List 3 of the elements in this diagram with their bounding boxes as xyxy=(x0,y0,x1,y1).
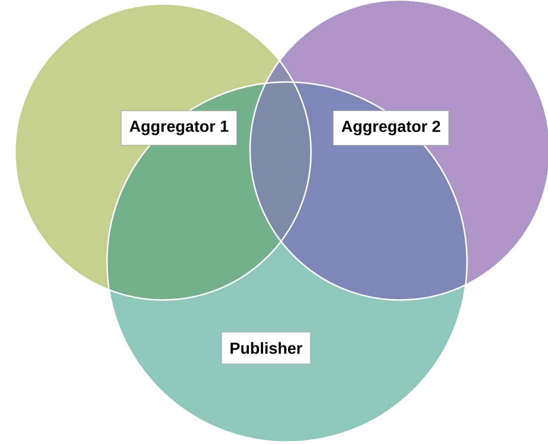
label-box: Aggregator 1 xyxy=(120,110,238,146)
label-box: Aggregator 2 xyxy=(332,110,450,146)
label-box: Publisher xyxy=(221,332,311,364)
